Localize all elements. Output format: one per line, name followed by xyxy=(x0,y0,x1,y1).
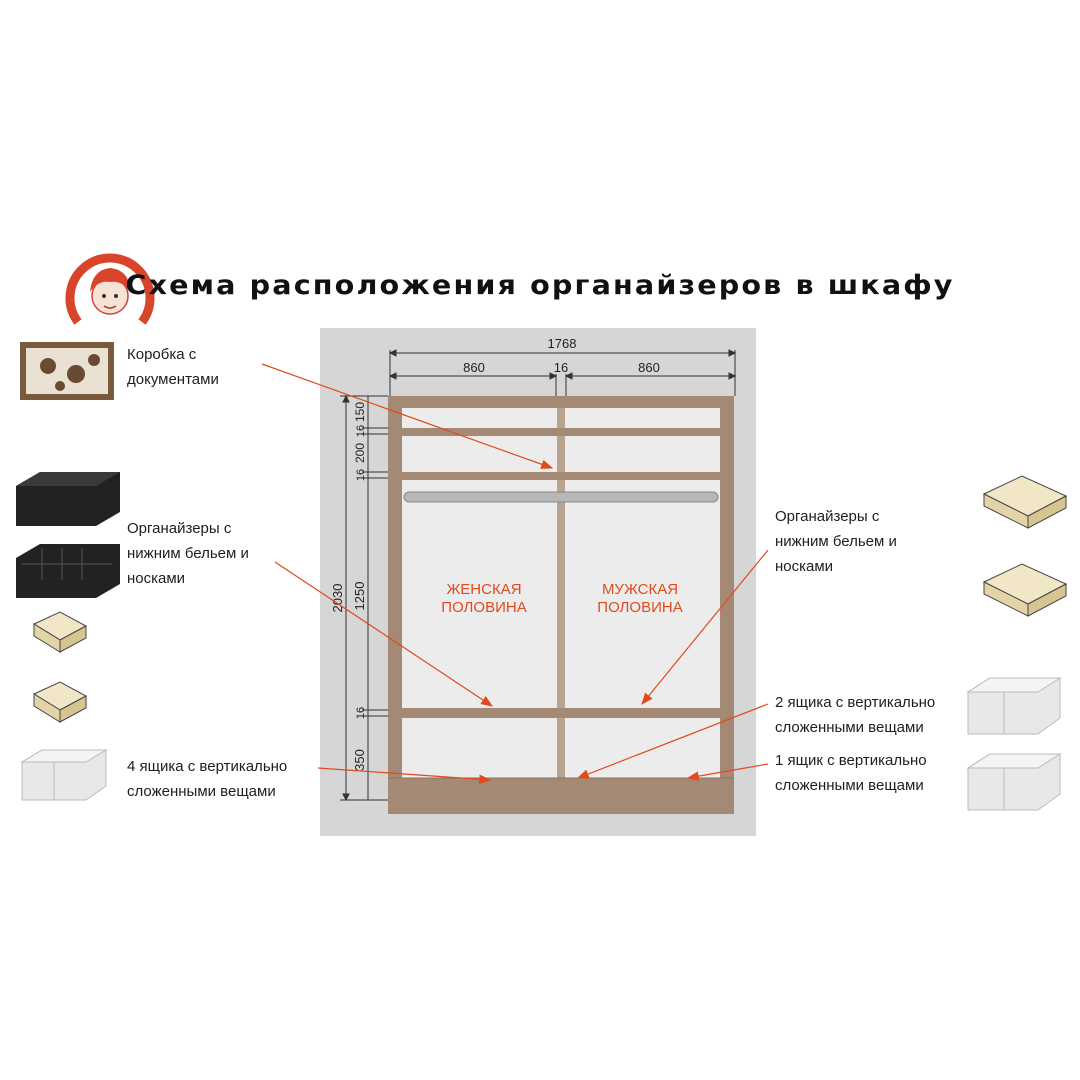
dim-350: 350 xyxy=(352,749,367,771)
shelf-1 xyxy=(402,428,720,436)
beige-organizer-image-2 xyxy=(32,681,88,723)
dim-divider: 16 xyxy=(554,360,568,375)
black-organizer-image-2 xyxy=(16,544,120,598)
page-title: Схема расположения органайзеров в шкафу xyxy=(125,270,955,301)
dim-right-width: 860 xyxy=(638,360,660,375)
arrow-underwear-left xyxy=(274,561,493,707)
label-four-boxes: 4 ящика с вертикально сложенными вещами xyxy=(127,758,288,800)
white-box-image-right-1 xyxy=(966,677,1062,735)
wardrobe-center-divider xyxy=(557,408,565,778)
label-document-box: Коробка с документами xyxy=(127,346,219,388)
dim-16a: 16 xyxy=(355,425,367,437)
arrow-four-boxes xyxy=(317,767,492,785)
hanging-rail xyxy=(403,491,719,503)
arrow-underwear-right xyxy=(641,549,769,705)
arrow-two-boxes xyxy=(576,703,769,779)
logo xyxy=(65,253,155,325)
label-two-boxes: 2 ящика с вертикально сложенными вещами xyxy=(775,694,936,736)
dim-150: 150 xyxy=(353,402,367,422)
dim-1250: 1250 xyxy=(352,582,367,611)
section-right-line2: ПОЛОВИНА xyxy=(597,599,682,616)
dim-total-width: 1768 xyxy=(548,336,577,351)
drawer-base xyxy=(388,778,734,814)
dim-left-width: 860 xyxy=(463,360,485,375)
section-right-line1: МУЖСКАЯ xyxy=(602,581,678,598)
wardrobe-top-panel xyxy=(388,396,734,408)
black-organizer-image-1 xyxy=(16,472,120,526)
white-box-image-right-2 xyxy=(966,753,1062,811)
label-one-box: 1 ящик с вертикально сложенными вещами xyxy=(775,752,927,794)
dim-16c: 16 xyxy=(355,707,367,719)
white-box-image-left xyxy=(20,749,108,801)
document-box-image xyxy=(20,342,114,400)
dim-16b: 16 xyxy=(355,469,367,481)
horseshoe-shape xyxy=(65,253,155,325)
wardrobe-left-wall xyxy=(388,396,402,800)
wardrobe-right-wall xyxy=(720,396,734,800)
label-underwear-right: Органайзеры с нижним бельем и носками xyxy=(775,508,897,575)
label-underwear-left: Органайзеры с нижним бельем и носками xyxy=(127,520,249,587)
shelf-2 xyxy=(402,472,720,480)
beige-organizer-image-3 xyxy=(982,475,1068,529)
dim-total-height: 2030 xyxy=(330,584,345,613)
section-left-line2: ПОЛОВИНА xyxy=(441,599,526,616)
beige-organizer-image-4 xyxy=(982,563,1068,617)
hair-shape xyxy=(90,268,130,292)
arrow-one-box xyxy=(686,763,769,781)
arrow-doc-box xyxy=(261,363,554,469)
section-left-line1: ЖЕНСКАЯ xyxy=(446,581,521,598)
beige-organizer-image-1 xyxy=(32,611,88,653)
shelf-3 xyxy=(402,708,720,718)
dim-200: 200 xyxy=(353,443,367,463)
